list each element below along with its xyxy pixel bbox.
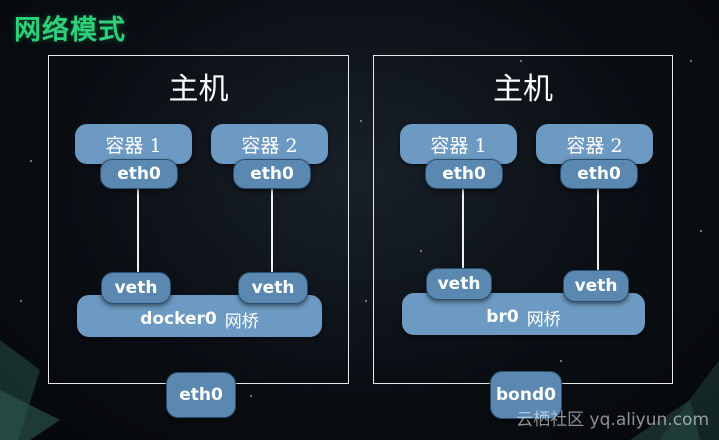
container-eth0-interface: eth0 bbox=[100, 159, 178, 189]
container-eth0-interface: eth0 bbox=[560, 159, 638, 189]
veth-link-2 bbox=[597, 186, 599, 272]
veth-interface: veth bbox=[101, 272, 171, 304]
veth-interface: veth bbox=[238, 272, 308, 304]
bridge-name: br0 bbox=[486, 307, 519, 327]
container-eth0-interface: eth0 bbox=[233, 159, 311, 189]
slide-title: 网络模式 bbox=[14, 15, 126, 46]
host-uplink-bond0: bond0 bbox=[490, 371, 562, 419]
bridge-br0: br0 网桥 bbox=[402, 293, 645, 335]
veth-link-1 bbox=[462, 186, 464, 270]
veth-interface: veth bbox=[563, 270, 629, 302]
veth-link-1 bbox=[137, 186, 139, 278]
bridge-suffix: 网桥 bbox=[526, 309, 561, 330]
bridge-name: docker0 bbox=[140, 309, 217, 329]
host-uplink-eth0: eth0 bbox=[166, 372, 236, 418]
container-2: 容器 2 bbox=[211, 124, 328, 164]
container-2: 容器 2 bbox=[536, 124, 653, 164]
host-title: 主机 bbox=[168, 72, 229, 107]
container-1: 容器 1 bbox=[75, 124, 192, 164]
container-eth0-interface: eth0 bbox=[425, 159, 503, 189]
bridge-suffix: 网桥 bbox=[224, 311, 259, 332]
veth-link-2 bbox=[271, 186, 273, 278]
watermark: 云栖社区 yq.aliyun.com bbox=[516, 410, 709, 430]
host-title: 主机 bbox=[493, 72, 553, 107]
container-1: 容器 1 bbox=[400, 124, 517, 164]
veth-interface: veth bbox=[426, 268, 492, 300]
